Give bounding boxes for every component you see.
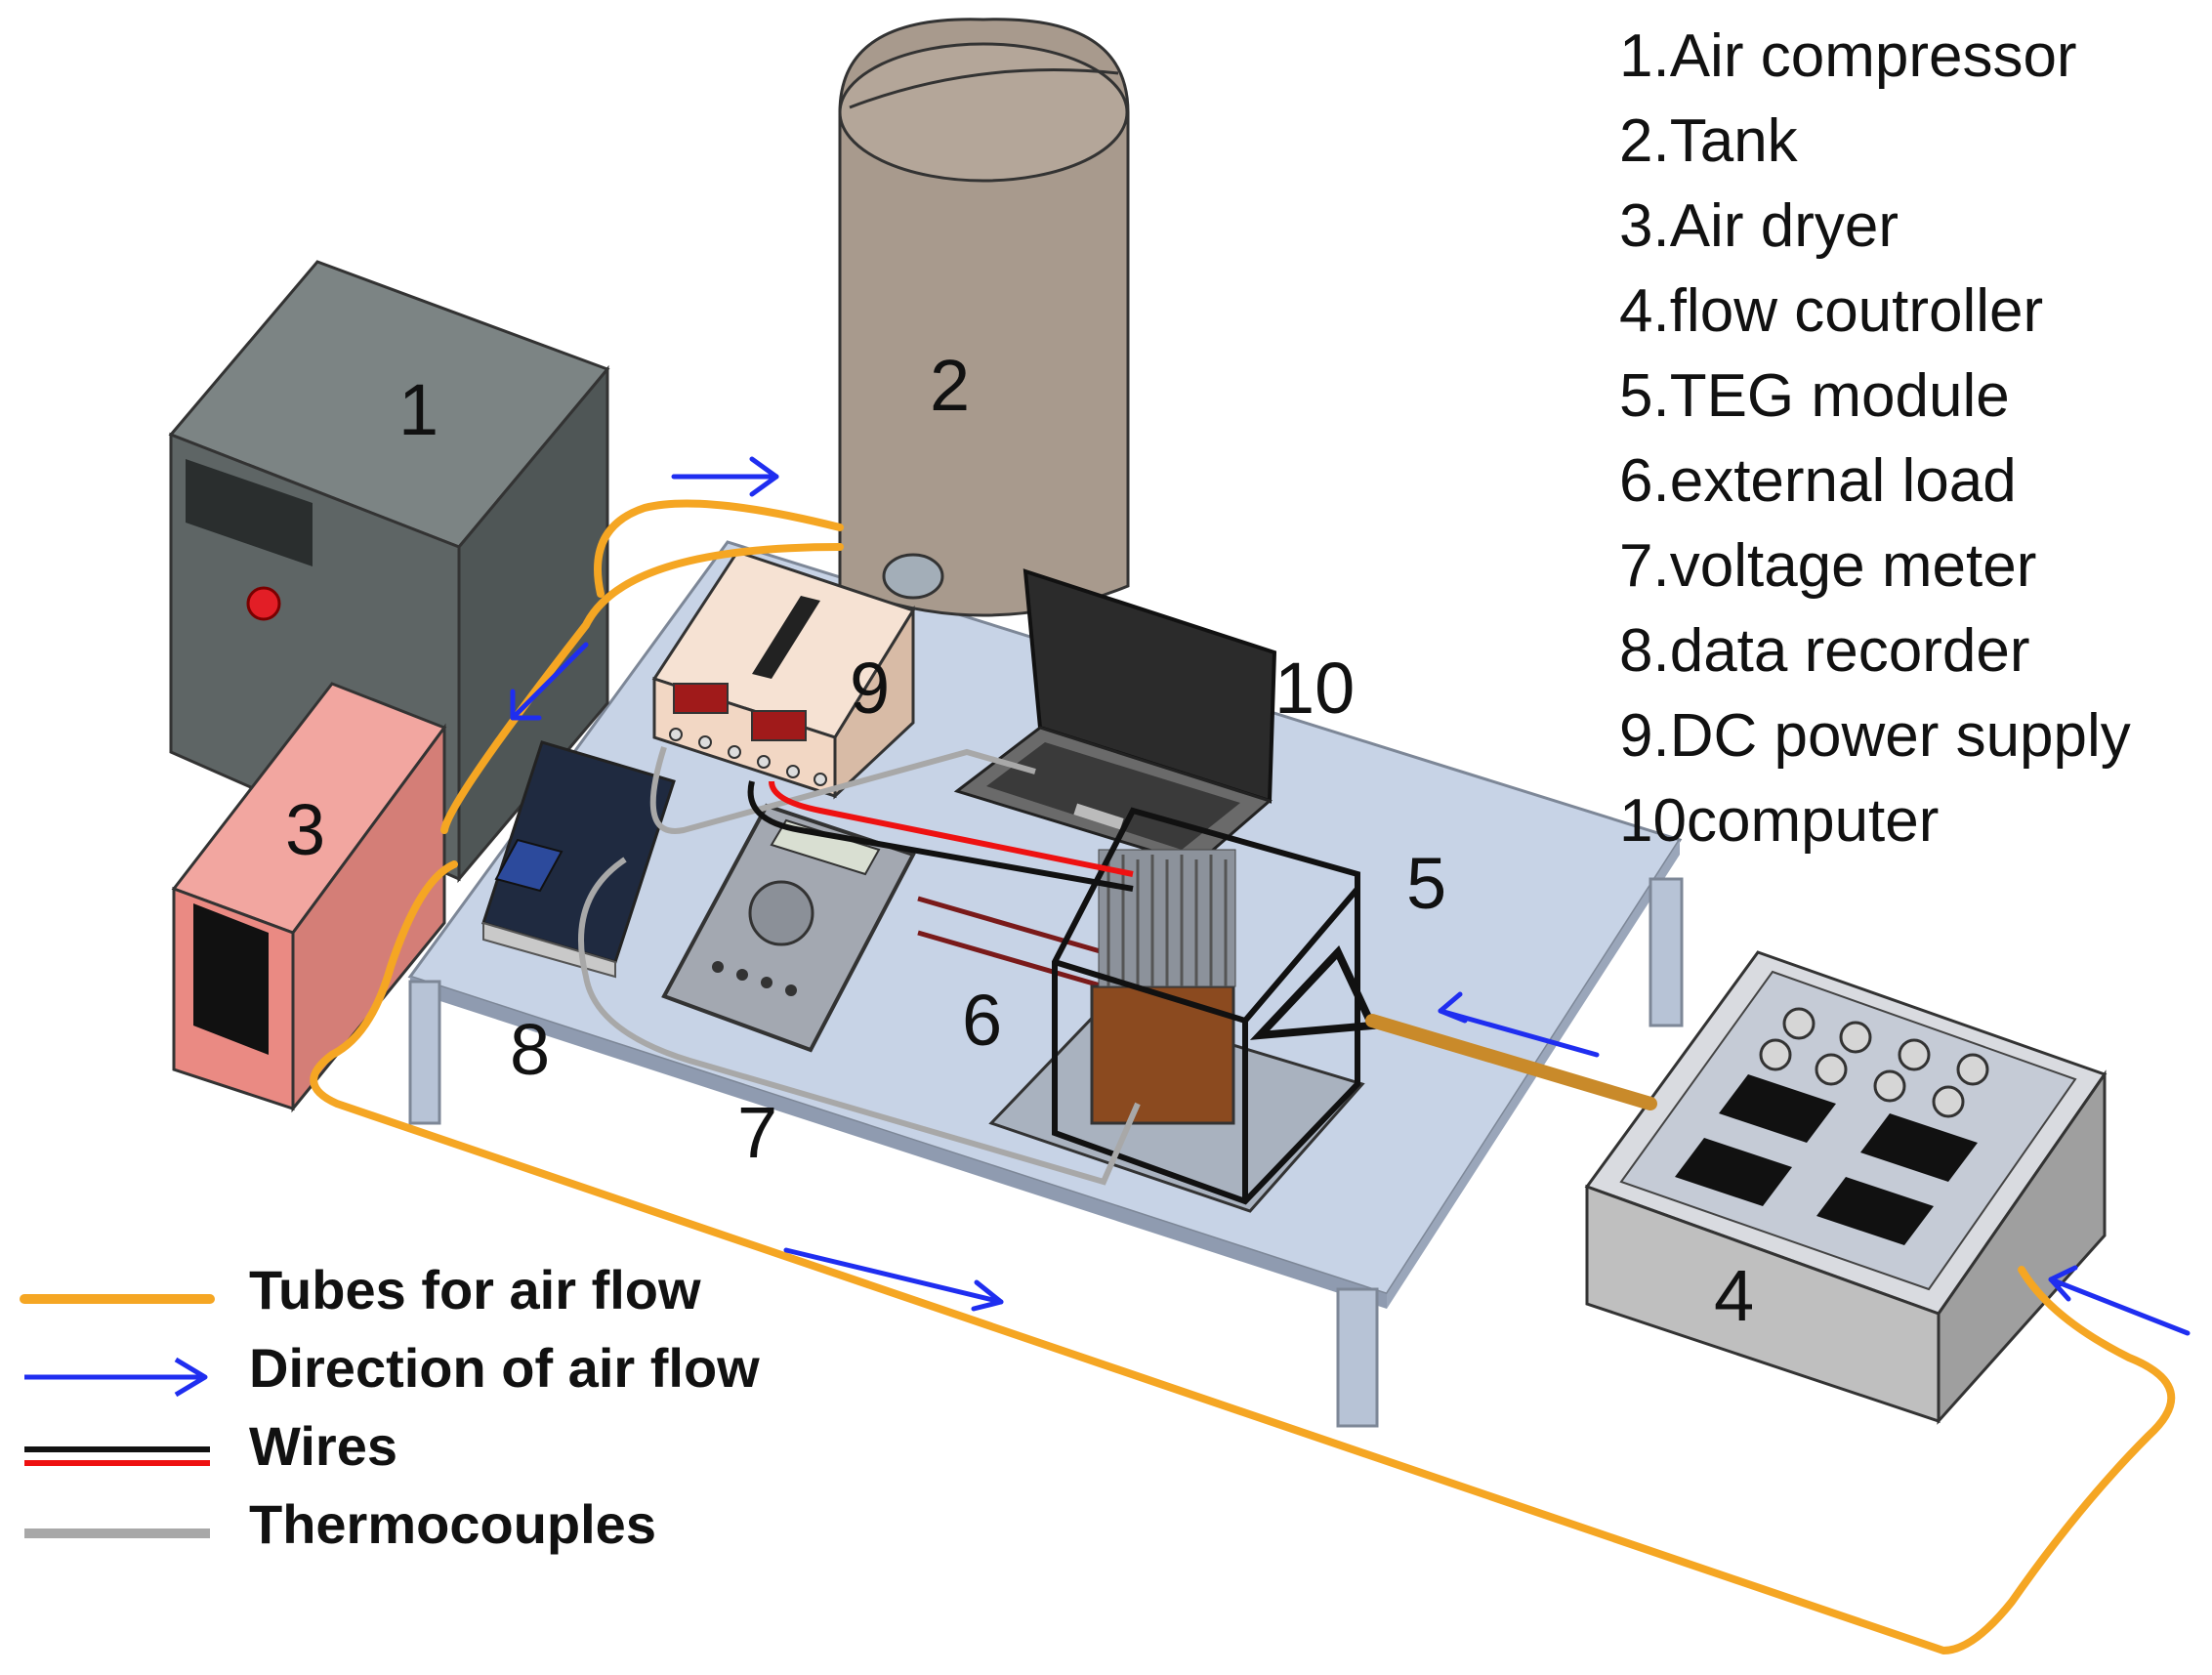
tank-outlet <box>882 553 944 600</box>
thermocouple-line <box>578 857 1141 1186</box>
voltage-meter: 7 <box>661 803 916 1173</box>
tube-controller-to-teg <box>1365 1014 1657 1110</box>
dryer-window <box>193 903 269 1055</box>
label-voltage-meter: 7 <box>737 1092 777 1173</box>
compressor-red-button <box>246 586 281 621</box>
tube-compressor-to-tank <box>594 499 844 598</box>
label-air-compressor: 1 <box>398 369 438 450</box>
legend-item-thermocouples: Thermocouples <box>20 1485 898 1563</box>
label-teg-module: 5 <box>1406 843 1446 924</box>
label-external-load: 6 <box>962 980 1002 1061</box>
arrow-icon <box>510 642 589 721</box>
thermocouple-line <box>649 746 1036 834</box>
air-tubes <box>310 499 2176 1654</box>
arrow-icon <box>2048 1265 2191 1336</box>
arrow-icon <box>24 1357 208 1398</box>
arrow-icon <box>671 456 779 497</box>
label-computer: 10 <box>1274 648 1355 729</box>
label-dc-power-supply: 9 <box>850 648 890 729</box>
list-item: 5.TEG module <box>1619 362 2010 430</box>
teg-nozzle <box>1249 944 1379 1040</box>
legend-item-tubes: Tubes for air flow <box>20 1250 898 1328</box>
air-dryer: 3 <box>171 682 447 1113</box>
table-leg <box>1336 1287 1379 1428</box>
black-wire <box>747 780 1134 892</box>
wires <box>578 746 1141 1186</box>
table-leg <box>408 980 441 1125</box>
legend-label: Tubes for air flow <box>249 1259 701 1320</box>
recorder-blue-panel <box>494 838 563 893</box>
meter-dial <box>748 880 814 946</box>
thermocouple-swatch <box>24 1528 210 1538</box>
compressor-display <box>186 459 313 566</box>
external-load: 6 <box>917 896 1105 1061</box>
legend-item-wires: Wires <box>20 1406 898 1485</box>
label-flow-controller: 4 <box>1714 1255 1754 1336</box>
component-list: 1.Air compressor 2.Tank 3.Air dryer 4.fl… <box>1619 14 2131 863</box>
tube-dryer-to-controller <box>310 860 2176 1654</box>
label-tank: 2 <box>930 345 970 426</box>
legend-label: Direction of air flow <box>249 1337 760 1399</box>
arrow-icon <box>1438 991 1600 1058</box>
flow-controller-displays <box>1675 1074 1978 1245</box>
label-data-recorder: 8 <box>510 1009 550 1090</box>
tube-swatch <box>20 1294 215 1304</box>
legend: Tubes for air flow Direction of air flow… <box>20 1250 898 1582</box>
list-item: 4.flow coutroller <box>1619 277 2044 345</box>
flow-arrows <box>510 456 2191 1336</box>
flow-controller: 4 <box>1584 950 2108 1425</box>
power-supply-handle <box>752 596 820 679</box>
list-item: 1.Air compressor <box>1619 22 2077 90</box>
legend-label: Thermocouples <box>249 1493 656 1555</box>
list-item: 7.voltage meter <box>1619 532 2037 600</box>
list-item: 8.data recorder <box>1619 617 2030 685</box>
flow-controller-knobs <box>1759 1007 1989 1118</box>
list-item: 3.Air dryer <box>1619 192 1899 260</box>
tube-compressor-to-dryer <box>440 543 844 834</box>
arrow-icon <box>783 1247 1004 1312</box>
dc-power-supply: 9 <box>651 550 916 800</box>
data-recorder: 8 <box>481 740 676 1090</box>
legend-label: Wires <box>249 1415 398 1477</box>
tank: 2 <box>838 18 1130 617</box>
list-item: 2.Tank <box>1619 107 1798 175</box>
legend-item-direction: Direction of air flow <box>20 1328 898 1406</box>
teg-enclosure <box>1052 807 1360 1205</box>
list-item: 10computer <box>1619 787 1940 855</box>
teg-module: 5 <box>988 807 1446 1213</box>
list-item: 6.external load <box>1619 447 2017 515</box>
red-wire <box>769 780 1134 877</box>
label-air-dryer: 3 <box>285 789 325 870</box>
wire-swatch <box>24 1446 210 1466</box>
list-item: 9.DC power supply <box>1619 702 2131 770</box>
table-leg <box>1649 877 1684 1027</box>
teg-copper-block <box>1090 984 1235 1125</box>
